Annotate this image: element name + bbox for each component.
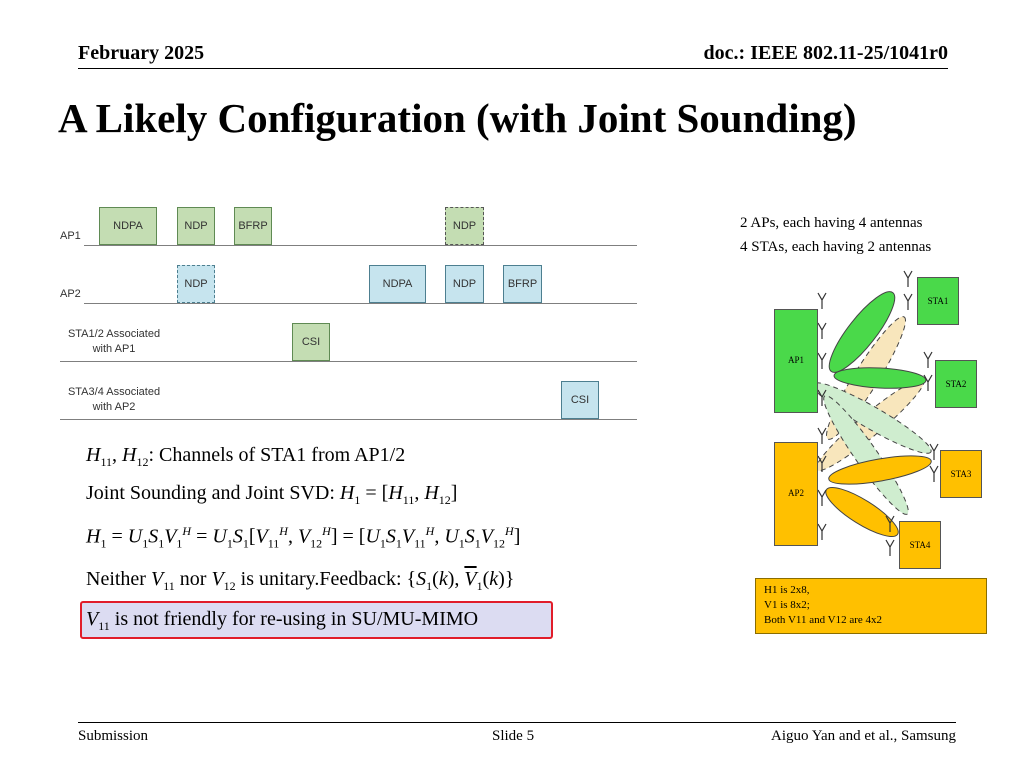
lane-line-ap2 — [84, 303, 637, 304]
footer-rule — [78, 722, 956, 723]
beam-ap2-sta4 — [825, 487, 899, 537]
frame-ap1-ndp-joint: NDP — [445, 207, 484, 245]
sta1-box: STA1 — [917, 277, 959, 325]
ap2-box: AP2 — [774, 442, 818, 546]
equation-unitary: is unitary. — [240, 568, 320, 590]
slide-title: A Likely Configuration (with Joint Sound… — [58, 95, 857, 141]
dimension-notes: H1 is 2x8, V1 is 8x2; Both V11 and V12 a… — [755, 578, 987, 634]
beam-ap1-to-sta4 — [823, 395, 909, 515]
equation-neither: Neither — [86, 568, 146, 590]
frame-ap1-ndpa: NDPA — [99, 207, 157, 245]
equation-feedback-label: Feedback: — [319, 568, 402, 590]
footer-submission: Submission — [78, 728, 149, 744]
equation-joint-sounding-text: Joint Sounding and Joint SVD: — [86, 482, 335, 504]
lane-label-ap2: AP2 — [60, 288, 81, 300]
equation-nor: nor — [179, 568, 207, 590]
beam-ap1-sta2 — [833, 367, 927, 389]
lane-label-sta34: STA3/4 Associated with AP2 — [66, 385, 162, 415]
note-v11-v12: Both V11 and V12 are 4x2 — [764, 614, 883, 626]
callout-label: is not friendly for re-using in SU/MU-MI… — [114, 608, 479, 630]
lane-label-sta34-line1: STA3/4 Associated — [67, 386, 161, 398]
beam-ap2-sta3 — [828, 455, 932, 485]
lane-label-ap1: AP1 — [60, 230, 81, 242]
ap1-box: AP1 — [774, 309, 818, 413]
lane-label-sta12: STA1/2 Associated with AP1 — [66, 327, 162, 357]
callout-text: V11 is not friendly for re-using in SU/M… — [86, 608, 479, 633]
lane-label-sta34-line2: with AP2 — [92, 401, 136, 413]
footer-authors: Aiguo Yan and et al., Samsung — [771, 728, 956, 744]
equation-channels-text: : Channels of STA1 from AP1/2 — [148, 444, 406, 466]
equation-feedback: Neither V11 nor V12 is unitary.Feedback:… — [86, 568, 515, 593]
callout-box — [80, 601, 553, 639]
config-line-stas: 4 STAs, each having 2 antennas — [740, 239, 932, 255]
sta2-box: STA2 — [935, 360, 977, 408]
note-h1: H1 is 2x8, — [764, 584, 810, 596]
config-line-aps: 2 APs, each having 4 antennas — [740, 215, 923, 231]
frame-ap2-bfrp: BFRP — [503, 265, 542, 303]
equation-svd: H1 = U1S1V1H = U1S1[V11H, V12H] = [U1S1V… — [86, 524, 521, 551]
lane-line-sta12 — [60, 361, 637, 362]
frame-ap1-bfrp: BFRP — [234, 207, 272, 245]
sta4-box: STA4 — [899, 521, 941, 569]
frame-sta34-csi: CSI — [561, 381, 599, 419]
lane-line-sta34 — [60, 419, 637, 420]
header-date: February 2025 — [78, 42, 205, 64]
beam-ap1-to-sta3 — [812, 382, 932, 454]
note-v1: V1 is 8x2; — [764, 599, 810, 611]
frame-ap2-ndp-joint: NDP — [177, 265, 215, 303]
lane-line-ap1 — [84, 245, 637, 246]
frame-ap2-ndp: NDP — [445, 265, 484, 303]
frame-ap1-ndp: NDP — [177, 207, 215, 245]
lane-label-sta12-line1: STA1/2 Associated — [67, 328, 161, 340]
frame-ap2-ndpa: NDPA — [369, 265, 426, 303]
beam-ap1-sta1 — [828, 291, 896, 373]
header-doc-id: doc.: IEEE 802.11-25/1041r0 — [703, 42, 948, 64]
footer-slide-number: Slide 5 — [492, 728, 535, 744]
equation-channels: H11, H12: Channels of STA1 from AP1/2 — [86, 444, 406, 469]
equation-joint-sounding: Joint Sounding and Joint SVD: H1 = [H11,… — [86, 482, 458, 507]
header-rule — [78, 68, 948, 69]
lane-label-sta12-line2: with AP1 — [92, 343, 136, 355]
frame-sta12-csi: CSI — [292, 323, 330, 361]
sta3-box: STA3 — [940, 450, 982, 498]
